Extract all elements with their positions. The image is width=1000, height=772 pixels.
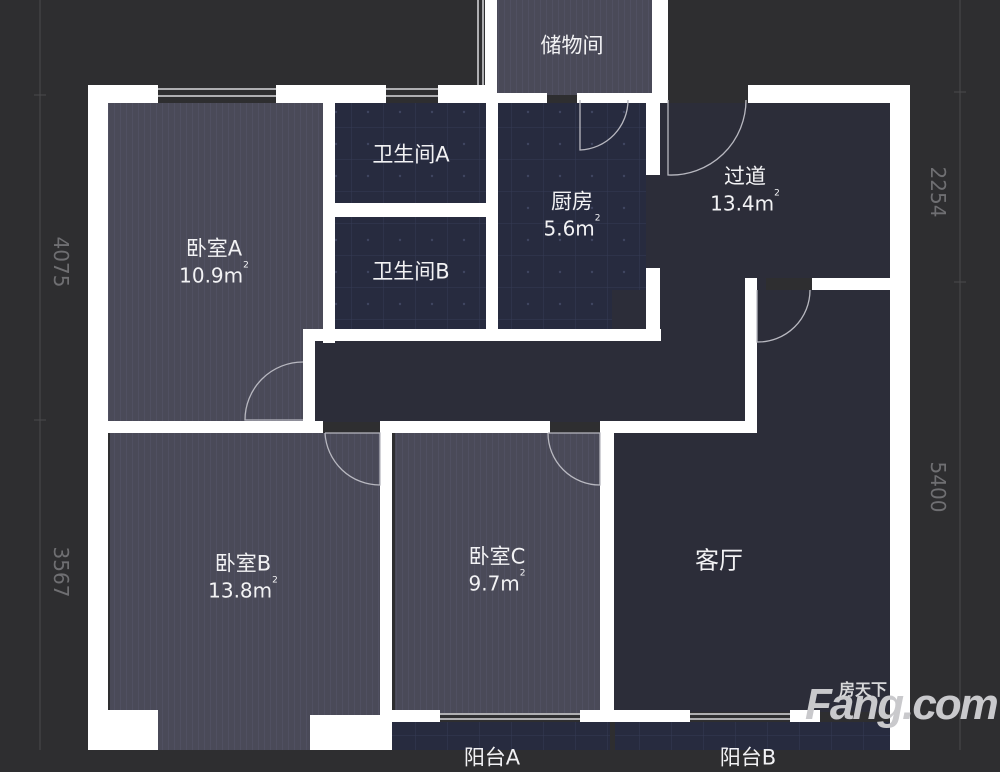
dimension-lines <box>34 0 966 750</box>
dimension-right-bottom: 5400 <box>926 461 950 513</box>
room-name: 卧室B <box>214 551 272 576</box>
walls <box>88 0 910 750</box>
room-area: 5.6m2 <box>543 213 601 241</box>
watermark-logo: Fang.com 房天下 <box>805 672 999 732</box>
room-name: 阳台B <box>719 745 777 770</box>
room-area: 10.9m2 <box>179 260 249 288</box>
room-label-storage: 储物间 <box>541 32 604 59</box>
door-swings <box>244 99 811 486</box>
room-area: 13.4m2 <box>710 188 780 216</box>
room-label-living-room: 客厅 <box>695 545 743 576</box>
windows <box>158 0 790 720</box>
dimension-left-bottom: 3567 <box>49 546 73 598</box>
room-label-bathroom-b: 卫生间B <box>372 258 449 285</box>
room-label-corridor: 过道 13.4m2 <box>710 163 780 216</box>
room-name: 卫生间A <box>372 142 450 167</box>
room-label-bedroom-c: 卧室C 9.7m2 <box>468 543 525 596</box>
room-name: 客厅 <box>695 546 743 575</box>
watermark-cn: 房天下 <box>839 680 888 699</box>
room-area: 9.7m2 <box>468 568 526 596</box>
room-label-balcony-a: 阳台A <box>464 744 520 771</box>
room-name: 储物间 <box>540 33 604 58</box>
dimension-left-top: 4075 <box>49 236 73 288</box>
room-name: 厨房 <box>551 189 593 214</box>
room-name: 卧室C <box>468 544 526 569</box>
room-label-bedroom-a: 卧室A 10.9m2 <box>179 235 249 288</box>
room-area: 13.8m2 <box>208 575 278 603</box>
room-label-bathroom-a: 卫生间A <box>372 141 449 168</box>
room-name: 阳台A <box>463 745 521 770</box>
room-floors <box>108 0 890 750</box>
dimension-right-top: 2254 <box>926 166 950 218</box>
room-label-kitchen: 厨房 5.6m2 <box>543 188 600 241</box>
floor-plan <box>34 0 966 750</box>
watermark-latin: Fang.com <box>805 680 999 729</box>
room-name: 卫生间B <box>372 259 450 284</box>
room-label-balcony-b: 阳台B <box>720 744 776 771</box>
room-name: 卧室A <box>185 236 243 261</box>
room-label-bedroom-b: 卧室B 13.8m2 <box>208 550 278 603</box>
room-name: 过道 <box>724 164 766 189</box>
